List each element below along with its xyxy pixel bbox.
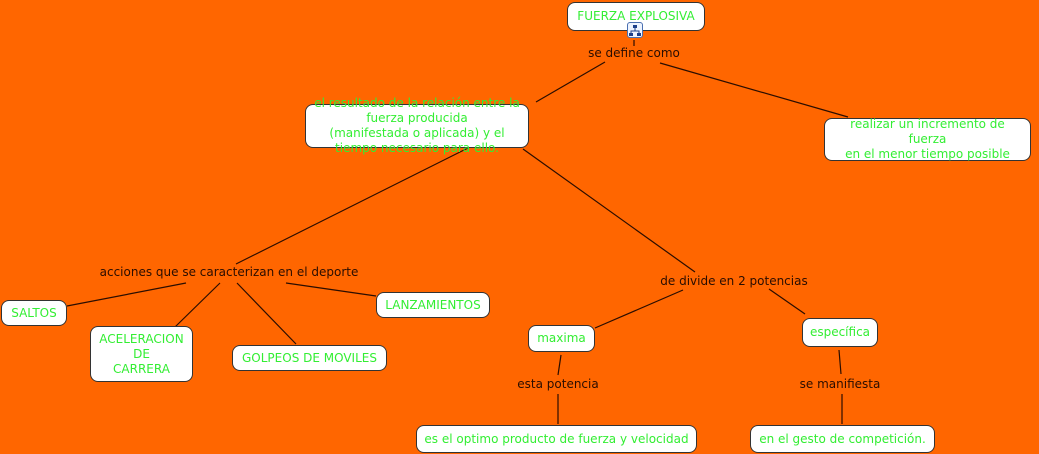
link-esta-potencia: esta potencia bbox=[517, 377, 599, 391]
concept-especifica[interactable]: específica bbox=[802, 318, 878, 347]
concept-aceleracion[interactable]: ACELERACION DE CARRERA bbox=[90, 326, 193, 382]
concept-gesto[interactable]: en el gesto de competición. bbox=[750, 425, 935, 453]
concept-lanzamientos[interactable]: LANZAMIENTOS bbox=[376, 292, 490, 318]
link-divide: de divide en 2 potencias bbox=[660, 274, 808, 288]
concept-optimo[interactable]: es el optimo producto de fuerza y veloci… bbox=[416, 425, 697, 453]
link-se-define-como: se define como bbox=[588, 46, 680, 60]
concept-realizar[interactable]: realizar un incremento de fuerza en el m… bbox=[824, 117, 1031, 161]
concept-resultado[interactable]: el resultado de la relación entre la fue… bbox=[305, 96, 529, 155]
concept-golpeos[interactable]: GOLPEOS DE MOVILES bbox=[232, 345, 387, 371]
concept-maxima[interactable]: maxima bbox=[528, 325, 595, 352]
link-se-manifiesta: se manifiesta bbox=[799, 377, 881, 391]
concept-saltos[interactable]: SALTOS bbox=[1, 300, 67, 326]
sitemap-icon[interactable] bbox=[627, 22, 643, 38]
link-acciones: acciones que se caracterizan en el depor… bbox=[99, 265, 359, 279]
